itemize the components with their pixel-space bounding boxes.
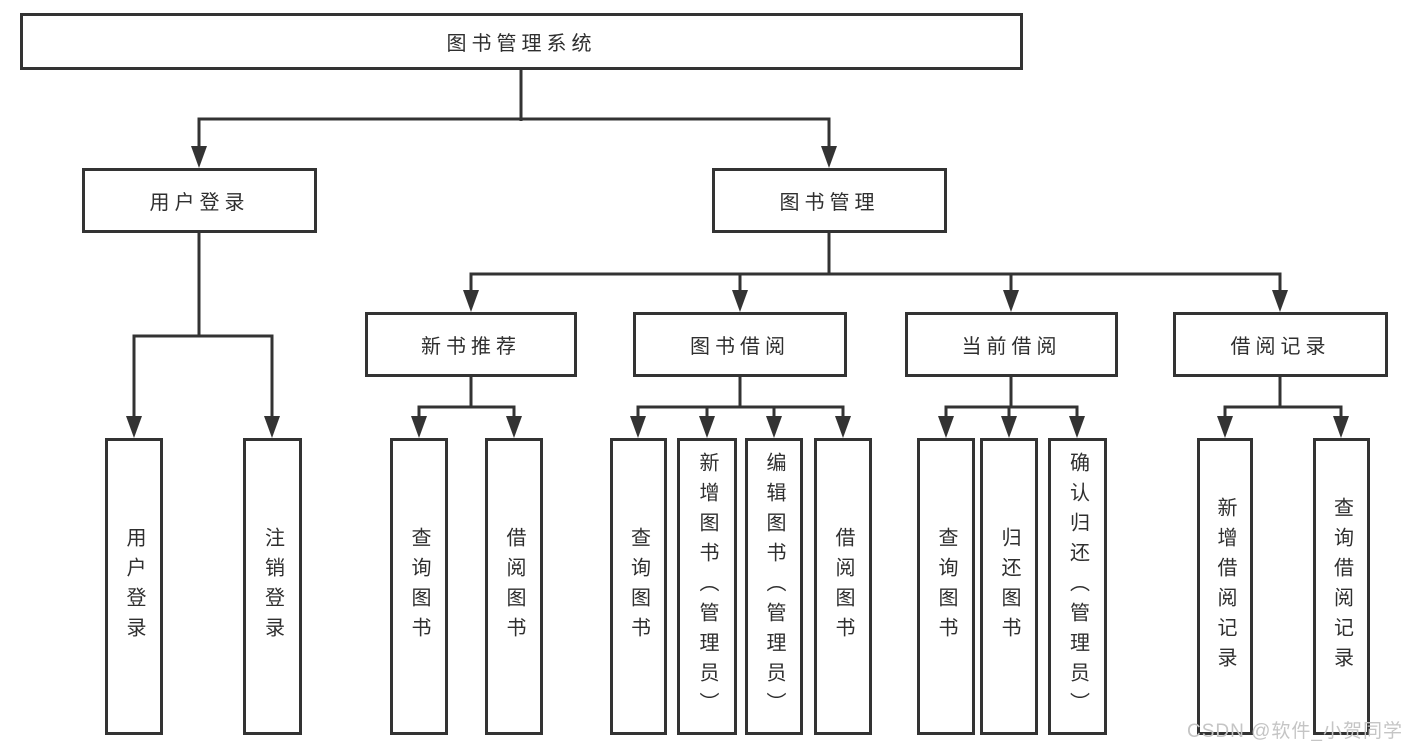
- leaf-user-login: 用户登录: [105, 438, 163, 735]
- connector-current-borrow-to-leaves: [938, 377, 1085, 438]
- arrowhead: [1217, 416, 1233, 438]
- arrowhead: [835, 416, 851, 438]
- arrowhead: [699, 416, 715, 438]
- arrowhead: [126, 416, 142, 438]
- arrowhead: [766, 416, 782, 438]
- arrowhead: [1272, 290, 1288, 312]
- leaf-label: 借阅图书: [503, 526, 525, 647]
- arrowhead: [1333, 416, 1349, 438]
- arrowhead: [191, 146, 207, 168]
- node-label: 图书管理系统: [446, 33, 597, 55]
- node-current-borrow: 当前借阅: [905, 312, 1118, 377]
- arrowhead: [938, 416, 954, 438]
- leaf-label: 确认归还（管理员）: [1066, 451, 1089, 722]
- arrowhead: [411, 416, 427, 438]
- node-label: 当前借阅: [961, 336, 1062, 358]
- leaf-edit-books-admin: 编辑图书（管理员）: [745, 438, 803, 735]
- node-new-book-recommend: 新书推荐: [365, 312, 577, 377]
- node-borrow-records: 借阅记录: [1173, 312, 1388, 377]
- leaf-label: 新增借阅记录: [1214, 496, 1236, 677]
- connector-book-borrow-to-leaves: [630, 377, 851, 438]
- leaf-confirm-return-admin: 确认归还（管理员）: [1048, 438, 1107, 735]
- leaf-borrow-books: 借阅图书: [814, 438, 872, 735]
- csdn-watermark: CSDN @软件_小贺同学: [1187, 721, 1403, 742]
- connector-new-books-to-leaves: [411, 377, 522, 438]
- node-book-management: 图书管理: [712, 168, 947, 233]
- leaf-add-borrow-record: 新增借阅记录: [1197, 438, 1253, 735]
- connector-borrow-records-to-leaves: [1217, 377, 1349, 438]
- leaf-label: 查询借阅记录: [1330, 496, 1353, 677]
- leaf-return-books: 归还图书: [980, 438, 1038, 735]
- leaf-query-books-recommend: 查询图书: [390, 438, 448, 735]
- node-root-system: 图书管理系统: [20, 13, 1023, 70]
- leaf-label: 查询图书: [408, 526, 430, 647]
- node-book-borrow: 图书借阅: [633, 312, 847, 377]
- leaf-logout: 注销登录: [243, 438, 302, 735]
- node-user-login: 用户登录: [82, 168, 317, 233]
- leaf-label: 查询图书: [935, 526, 957, 647]
- leaf-add-books-admin: 新增图书（管理员）: [677, 438, 737, 735]
- leaf-query-books-current: 查询图书: [917, 438, 975, 735]
- leaf-label: 编辑图书（管理员）: [763, 451, 785, 722]
- arrowhead: [1001, 416, 1017, 438]
- arrowhead: [630, 416, 646, 438]
- node-label: 图书借阅: [690, 336, 790, 358]
- leaf-label: 注销登录: [261, 526, 284, 647]
- leaf-borrow-books-recommend: 借阅图书: [485, 438, 543, 735]
- node-label: 借阅记录: [1230, 336, 1331, 358]
- arrowhead: [732, 290, 748, 312]
- arrowhead: [264, 416, 280, 438]
- leaf-query-books-borrow: 查询图书: [610, 438, 667, 735]
- arrowhead: [1069, 416, 1085, 438]
- leaf-label: 用户登录: [123, 526, 145, 647]
- arrowhead: [506, 416, 522, 438]
- leaf-label: 新增图书（管理员）: [696, 451, 718, 722]
- node-label: 图书管理: [779, 192, 880, 214]
- leaf-query-borrow-record: 查询借阅记录: [1313, 438, 1370, 735]
- leaf-label: 查询图书: [627, 526, 650, 647]
- connector-book-management-to-level3: [463, 233, 1288, 312]
- leaf-label: 借阅图书: [832, 526, 854, 647]
- arrowhead: [463, 290, 479, 312]
- arrowhead: [821, 146, 837, 168]
- leaf-label: 归还图书: [998, 526, 1020, 647]
- connector-root-to-level2: [191, 69, 837, 168]
- arrowhead: [1003, 290, 1019, 312]
- node-label: 用户登录: [149, 192, 250, 214]
- connector-user-login-to-leaves: [126, 233, 280, 438]
- node-label: 新书推荐: [421, 336, 521, 358]
